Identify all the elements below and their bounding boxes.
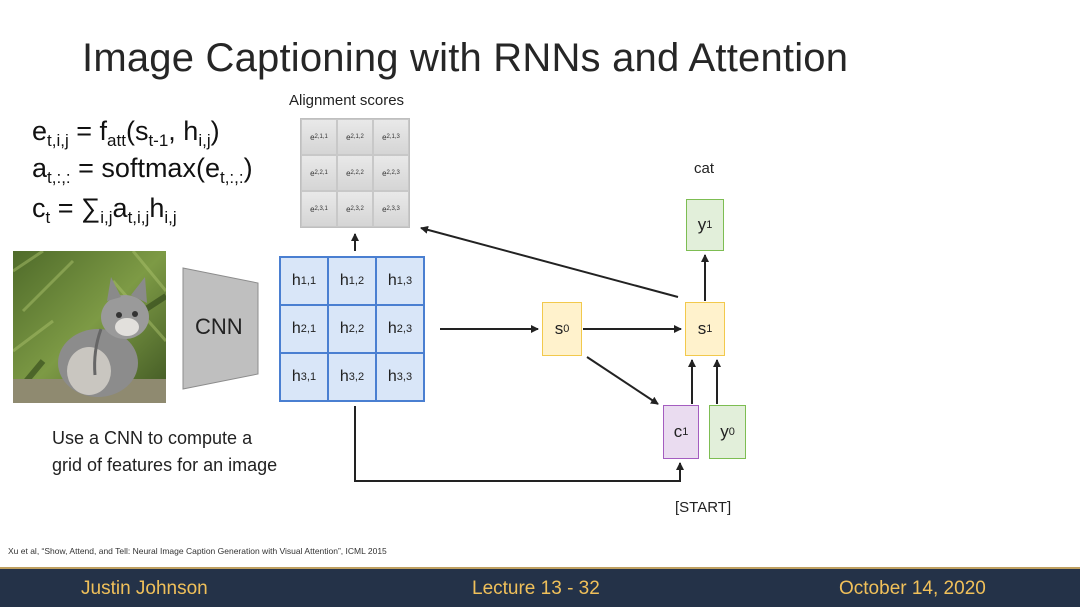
cnn-trapezoid — [182, 267, 259, 390]
output-word: cat — [694, 160, 715, 177]
caption-line-2: grid of features for an image — [52, 455, 278, 475]
equation-context: ct = ∑i,jat,i,jhi,j — [32, 193, 177, 227]
footer-author: Justin Johnson — [81, 578, 208, 599]
equation-alignment: et,i,j = fatt(st-1, hi,j) — [32, 116, 220, 150]
footer-lecture: Lecture 13 - 32 — [472, 578, 600, 599]
cnn-label: CNN — [195, 314, 243, 339]
alignment-scores-label: Alignment scores — [289, 92, 405, 109]
start-token: [START] — [675, 499, 732, 516]
caption-line-1: Use a CNN to compute a — [52, 428, 253, 448]
kitten-photo — [13, 251, 166, 403]
slide-title: Image Captioning with RNNs and Attention — [82, 36, 849, 80]
caption-text: Use a CNN to compute a grid of features … — [52, 425, 277, 479]
footer-date: October 14, 2020 — [839, 578, 986, 599]
footer-bar — [0, 567, 1080, 607]
equation-softmax: at,:,: = softmax(et,:,:) — [32, 153, 253, 187]
citation: Xu et al, “Show, Attend, and Tell: Neura… — [8, 546, 387, 556]
